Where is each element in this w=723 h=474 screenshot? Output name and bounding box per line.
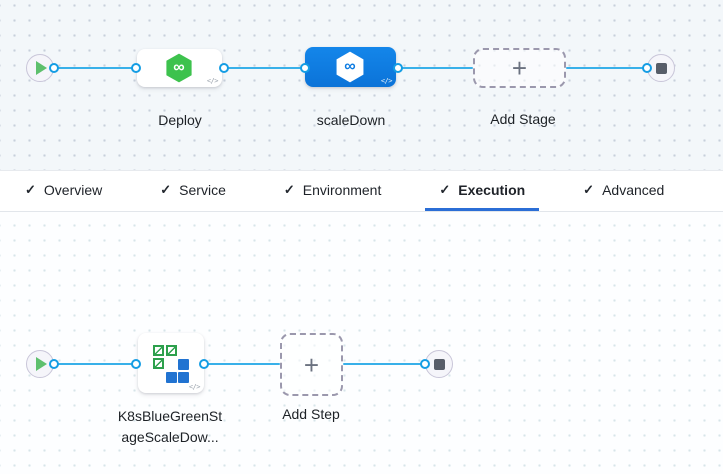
stage-graph-canvas[interactable]: ∞ </> Deploy ∞ </> scaleDown + Add Stage xyxy=(0,0,723,170)
step-name-line2: ageScaleDow... xyxy=(121,429,219,445)
check-icon: ✓ xyxy=(160,181,172,197)
check-icon: ✓ xyxy=(583,181,595,197)
node-port[interactable] xyxy=(199,359,209,369)
execution-graph-canvas[interactable]: </> K8sBlueGreenSt ageScaleDow... + Add … xyxy=(0,212,723,474)
edge xyxy=(398,67,473,69)
stage-card-scaledown[interactable]: ∞ </> xyxy=(305,47,396,87)
tab-execution[interactable]: ✓ Execution xyxy=(425,171,540,211)
play-icon xyxy=(36,357,47,371)
stop-icon xyxy=(655,62,667,74)
code-icon: </> xyxy=(188,383,201,391)
code-icon: </> xyxy=(206,77,219,85)
edge xyxy=(566,67,647,69)
add-stage-label: Add Stage xyxy=(490,111,556,127)
edge xyxy=(343,363,425,365)
plus-icon: + xyxy=(511,53,528,83)
node-port[interactable] xyxy=(131,63,141,73)
k8s-bluegreen-scale-icon xyxy=(153,345,189,383)
stage-config-tabbar: ✓ Overview ✓ Service ✓ Environment ✓ Exe… xyxy=(0,170,723,212)
node-port[interactable] xyxy=(420,359,430,369)
add-stage-button[interactable]: + xyxy=(473,48,566,88)
node-port[interactable] xyxy=(300,63,310,73)
node-port[interactable] xyxy=(49,63,59,73)
tab-label: Service xyxy=(179,181,226,198)
edge xyxy=(204,363,280,365)
add-step-button[interactable]: + xyxy=(280,333,343,396)
cd-stage-icon: ∞ xyxy=(164,53,194,83)
tab-environment[interactable]: ✓ Environment xyxy=(270,171,396,211)
step-name-label: K8sBlueGreenSt ageScaleDow... xyxy=(90,406,250,448)
tab-label: Environment xyxy=(302,181,382,198)
node-port[interactable] xyxy=(642,63,652,73)
infinity-icon: ∞ xyxy=(344,58,356,75)
cd-stage-icon: ∞ xyxy=(334,51,366,83)
node-port[interactable] xyxy=(49,359,59,369)
node-port[interactable] xyxy=(393,63,403,73)
plus-icon: + xyxy=(303,349,320,380)
check-icon: ✓ xyxy=(283,181,295,197)
edge xyxy=(224,67,305,69)
add-step-label: Add Step xyxy=(282,406,340,422)
tab-advanced[interactable]: ✓ Advanced xyxy=(569,171,678,211)
node-port[interactable] xyxy=(131,359,141,369)
node-port[interactable] xyxy=(219,63,229,73)
step-name-line1: K8sBlueGreenSt xyxy=(117,408,223,424)
check-icon: ✓ xyxy=(25,181,36,197)
tab-overview[interactable]: ✓ Overview xyxy=(11,171,116,211)
step-card-k8sbluegreen[interactable]: </> xyxy=(138,333,204,393)
infinity-icon: ∞ xyxy=(173,59,185,76)
tab-label: Overview xyxy=(43,181,103,198)
stage-name-label: scaleDown xyxy=(316,112,386,128)
stage-name-label: Deploy xyxy=(158,112,202,128)
tab-label: Execution xyxy=(458,181,526,198)
edge xyxy=(54,363,136,365)
tab-label: Advanced xyxy=(602,181,665,198)
stage-card-deploy[interactable]: ∞ </> xyxy=(137,49,222,87)
edge xyxy=(54,67,136,69)
stop-icon xyxy=(433,358,445,370)
check-icon: ✓ xyxy=(439,181,451,197)
tab-service[interactable]: ✓ Service xyxy=(146,171,240,211)
play-icon xyxy=(36,61,47,75)
code-icon: </> xyxy=(380,77,393,85)
